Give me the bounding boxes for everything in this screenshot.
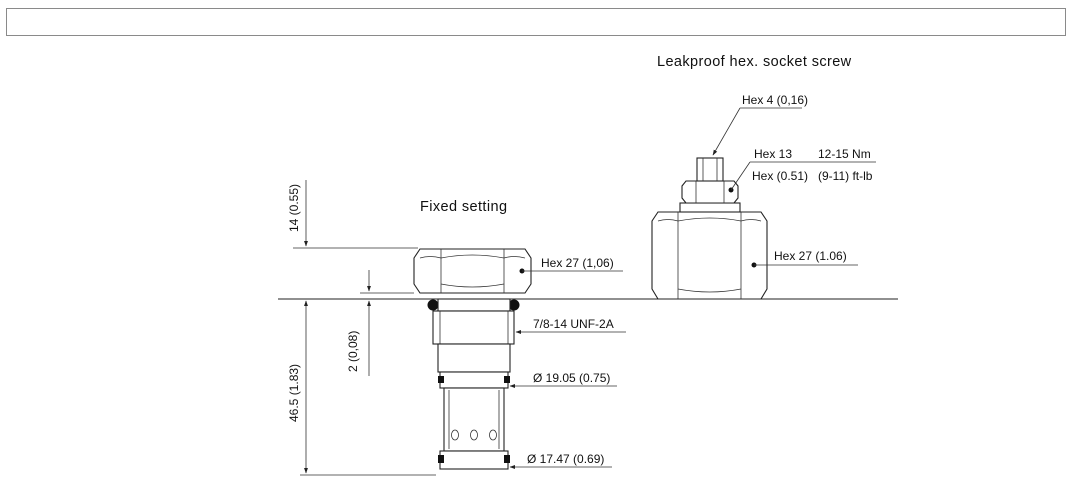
hex-nut-right (651, 211, 768, 300)
dim-height-bottom-text: 46.5 (1.83) (287, 364, 301, 422)
callout-dia-lower: Ø 17.47 (0.69) (509, 452, 612, 469)
socket-screw (696, 157, 724, 182)
label-dia-upper: Ø 19.05 (0.75) (533, 371, 610, 385)
callout-hex27-right: Hex 27 (1.06) (751, 249, 858, 268)
o-ring-right (508, 299, 520, 311)
valve-stem (443, 387, 505, 452)
label-hex4: Hex 4 (0,16) (742, 93, 808, 107)
label-torque-nm: 12-15 Nm (818, 147, 871, 161)
port-hole (451, 429, 459, 441)
thread-section (432, 310, 515, 345)
callout-hex27-left: Hex 27 (1,06) (519, 256, 623, 274)
dim-height-top-text: 14 (0.55) (287, 184, 301, 232)
fixed-setting-title: Fixed setting (420, 199, 507, 215)
fixed-setting-valve (413, 248, 532, 470)
callout-hex13: Hex 13 Hex (0.51) 12-15 Nm (9-11) ft-lb (728, 147, 876, 193)
o-ring-left (427, 299, 439, 311)
label-dia-lower: Ø 17.47 (0.69) (527, 452, 604, 466)
dimension-height-top: 14 (0.55) (287, 180, 418, 249)
dimension-height-bottom: 46.5 (1.83) (287, 300, 436, 476)
leakproof-screw-valve (651, 157, 768, 300)
callout-thread: 7/8-14 UNF-2A (515, 317, 626, 334)
port-hole (489, 429, 497, 441)
label-thread: 7/8-14 UNF-2A (533, 317, 614, 331)
label-hex13: Hex 13 (754, 147, 792, 161)
leakproof-screw-title: Leakproof hex. socket screw (657, 54, 852, 70)
label-torque-ftlb: (9-11) ft-lb (818, 169, 873, 183)
label-hex13-inch: Hex (0.51) (752, 169, 808, 183)
label-hex27-right: Hex 27 (1.06) (774, 249, 847, 263)
dimension-offset: 2 (0,08) (346, 270, 414, 376)
callout-hex4: Hex 4 (0,16) (712, 93, 808, 156)
port-hole (470, 429, 478, 441)
hex-nut-left (413, 248, 532, 294)
callout-dia-upper: Ø 19.05 (0.75) (509, 371, 617, 388)
label-hex27-left: Hex 27 (1,06) (541, 256, 614, 270)
dim-offset-text: 2 (0,08) (346, 331, 360, 372)
header-bar (6, 8, 1066, 36)
